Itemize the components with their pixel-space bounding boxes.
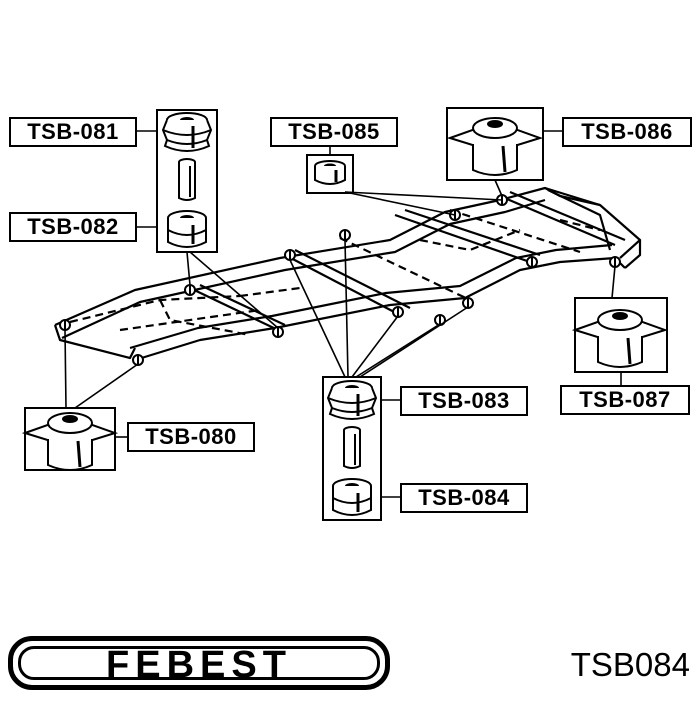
label-tsb-082: TSB-082 bbox=[9, 212, 137, 242]
label-tsb-084: TSB-084 bbox=[400, 483, 528, 513]
label-tsb-080: TSB-080 bbox=[127, 422, 255, 452]
part-number: TSB084 bbox=[570, 646, 690, 683]
label-tsb-085: TSB-085 bbox=[270, 117, 398, 147]
label-tsb-087: TSB-087 bbox=[560, 385, 690, 415]
brand-logo: FEBEST bbox=[8, 636, 390, 690]
label-tsb-081: TSB-081 bbox=[9, 117, 137, 147]
tsb-082-bushing-icon bbox=[166, 209, 208, 249]
label-tsb-083: TSB-083 bbox=[400, 386, 528, 416]
tsb-081-bushing-icon bbox=[161, 111, 213, 153]
leader-lines bbox=[64, 130, 622, 498]
brand-logo-text: FEBEST bbox=[18, 646, 380, 684]
frame-mount-points bbox=[59, 194, 621, 366]
tsb-085-bushing-icon bbox=[314, 160, 346, 185]
tsb-084-bushing-icon bbox=[331, 477, 373, 517]
vehicle-frame bbox=[53, 186, 642, 362]
tsb-081-sleeve-icon bbox=[178, 158, 196, 201]
tsb-083-bushing-icon bbox=[326, 379, 378, 421]
label-tsb-086: TSB-086 bbox=[562, 117, 692, 147]
tsb-083-sleeve-icon bbox=[343, 426, 361, 469]
